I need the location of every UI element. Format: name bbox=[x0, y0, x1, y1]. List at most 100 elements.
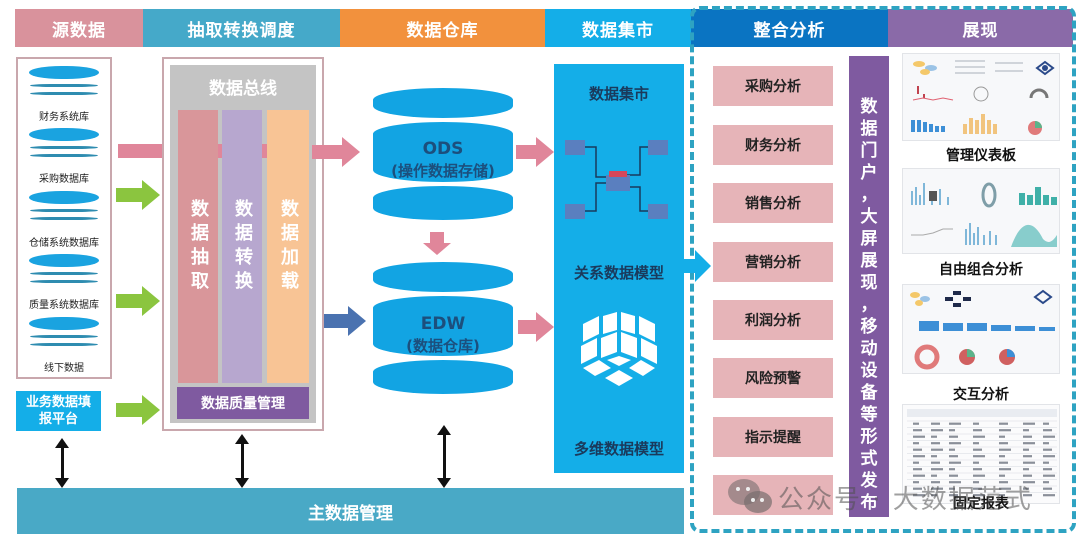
portal-char: ， bbox=[860, 185, 878, 205]
report-cell bbox=[1023, 429, 1029, 432]
pink-arrow-icon bbox=[518, 312, 568, 342]
analysis-item-indicator-reminder: 指示提醒 bbox=[713, 417, 833, 457]
report-cell bbox=[973, 487, 982, 490]
report-cell bbox=[931, 494, 937, 497]
double-arrow-icon bbox=[437, 425, 451, 488]
report-cell bbox=[1023, 422, 1035, 425]
report-cell bbox=[913, 468, 922, 471]
report-cell bbox=[913, 442, 919, 445]
report-cell bbox=[999, 474, 1005, 477]
report-cell bbox=[1023, 448, 1029, 451]
header-label: 抽取转换调度 bbox=[187, 20, 296, 41]
report-cell bbox=[913, 474, 925, 477]
report-cell bbox=[1023, 442, 1035, 445]
report-cell bbox=[949, 429, 955, 432]
report-cell bbox=[931, 429, 943, 432]
report-cell bbox=[1023, 481, 1035, 484]
report-cell bbox=[913, 455, 925, 458]
report-cell bbox=[1043, 422, 1049, 425]
business-data-entry-platform: 业务数据填报平台 bbox=[16, 391, 101, 431]
database-icon bbox=[29, 191, 99, 220]
master-data-management-bar: 主数据管理 bbox=[17, 488, 684, 534]
report-cell bbox=[931, 474, 937, 477]
edw-title: EDW bbox=[420, 314, 466, 334]
analysis-label: 指示提醒 bbox=[745, 430, 801, 446]
report-cell bbox=[1043, 429, 1052, 432]
etl-transform-label: 数据转换 bbox=[232, 198, 253, 295]
analysis-label: 采购分析 bbox=[745, 79, 801, 95]
report-cell bbox=[931, 448, 943, 451]
report-cell bbox=[999, 494, 1005, 497]
report-cell bbox=[999, 435, 1005, 438]
green-arrow-icon bbox=[116, 180, 162, 210]
report-cell bbox=[1043, 481, 1049, 484]
report-cell bbox=[1023, 487, 1029, 490]
blue-arrow-icon bbox=[324, 306, 374, 336]
analysis-label: 利润分析 bbox=[745, 313, 801, 329]
report-cell bbox=[1043, 474, 1055, 477]
interactive-analysis-label: 交互分析 bbox=[953, 387, 1009, 403]
report-cell bbox=[1023, 435, 1032, 438]
data-portal-bar bbox=[849, 56, 889, 517]
report-cell bbox=[913, 448, 922, 451]
report-header-row bbox=[907, 409, 1057, 417]
report-cell bbox=[973, 442, 979, 445]
portal-char: 发 bbox=[860, 471, 878, 491]
pink-arrow-icon bbox=[516, 137, 566, 167]
analysis-item-marketing: 营销分析 bbox=[713, 242, 833, 282]
interactive-analysis-thumbnail bbox=[902, 284, 1060, 374]
header-source-data: 源数据 bbox=[15, 9, 143, 47]
report-cell bbox=[931, 422, 940, 425]
management-dashboard-thumbnail bbox=[902, 53, 1060, 141]
database-icon bbox=[29, 254, 99, 283]
dashboard-preview-graphic bbox=[911, 60, 1055, 135]
report-cell bbox=[1043, 468, 1052, 471]
report-cell bbox=[949, 461, 961, 464]
report-cell bbox=[913, 461, 919, 464]
report-cell bbox=[1023, 474, 1032, 477]
report-cell bbox=[973, 435, 985, 438]
double-arrow-icon bbox=[55, 438, 69, 488]
portal-char: ， bbox=[860, 295, 878, 315]
portal-char: 屏 bbox=[860, 229, 878, 249]
multidimensional-model-label: 多维数据模型 bbox=[573, 440, 664, 458]
portal-char: 布 bbox=[860, 493, 878, 513]
data-bus-label: 数据总线 bbox=[209, 79, 277, 99]
watermark-text: 公众号 · 大数据范式 bbox=[778, 485, 1033, 515]
etl-extract-label: 数据抽取 bbox=[188, 198, 209, 295]
report-cell bbox=[999, 442, 1008, 445]
database-icon bbox=[29, 66, 99, 95]
report-cell bbox=[999, 429, 1011, 432]
report-cell bbox=[1043, 455, 1055, 458]
report-cell bbox=[973, 429, 982, 432]
master-data-label: 主数据管理 bbox=[308, 503, 393, 524]
report-cell bbox=[1023, 494, 1032, 497]
report-cell bbox=[973, 481, 979, 484]
report-cell bbox=[973, 448, 982, 451]
etl-extract-column: 数据抽取 bbox=[178, 110, 218, 383]
etl-load-label: 数据加载 bbox=[278, 198, 299, 295]
analysis-item-profit: 利润分析 bbox=[713, 300, 833, 340]
report-cell bbox=[931, 481, 940, 484]
report-cell bbox=[973, 474, 985, 477]
report-cell bbox=[931, 442, 940, 445]
report-cell bbox=[973, 494, 985, 497]
edw-subtitle: (数据仓库) bbox=[406, 337, 480, 355]
report-cell bbox=[999, 481, 1008, 484]
header-label: 展现 bbox=[962, 20, 999, 41]
report-cell bbox=[1043, 448, 1052, 451]
analysis-item-finance: 财务分析 bbox=[713, 125, 833, 165]
datamart-title: 数据集市 bbox=[588, 85, 649, 103]
report-cell bbox=[999, 422, 1008, 425]
report-cell bbox=[973, 468, 982, 471]
header-label: 数据集市 bbox=[582, 20, 654, 41]
report-cell bbox=[931, 435, 937, 438]
header-warehouse: 数据仓库 bbox=[340, 9, 545, 47]
analysis-item-risk-alert: 风险预警 bbox=[713, 358, 833, 398]
green-arrow-icon bbox=[116, 395, 162, 425]
report-cell bbox=[913, 481, 919, 484]
portal-char: 门 bbox=[860, 141, 878, 161]
report-cell bbox=[949, 422, 961, 425]
analysis-item-purchase: 采购分析 bbox=[713, 66, 833, 106]
header-presentation: 展现 bbox=[888, 9, 1073, 47]
